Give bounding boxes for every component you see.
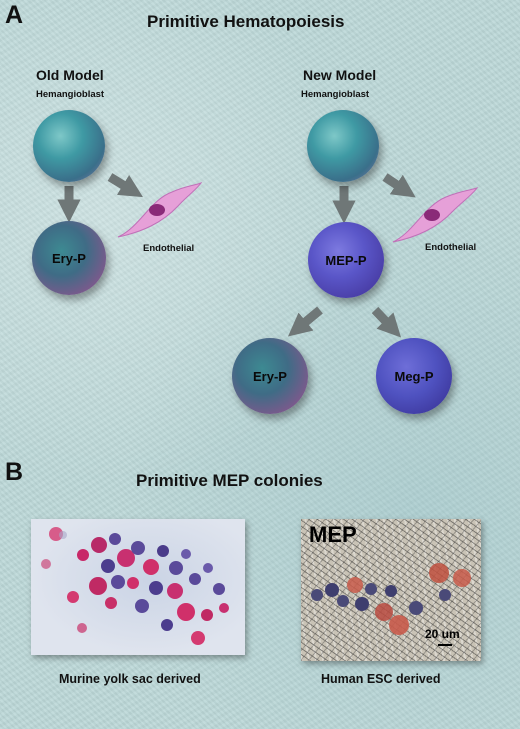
old-endothelial-label: Endothelial (143, 243, 195, 254)
arrow-old-to-endothelial (107, 173, 143, 198)
panel-a-title: Primitive Hematopoiesis (147, 12, 345, 31)
new-model-heading: New Model (303, 67, 377, 83)
new-hemangioblast-cell (307, 110, 379, 182)
human-colony-image (301, 519, 481, 661)
new-eryp-cell: Ery-P (232, 338, 308, 414)
panel-a-letter: A (5, 1, 24, 29)
mep-overlay-label: MEP (309, 522, 357, 547)
new-mepp-cell: MEP-P (308, 222, 384, 298)
scale-bar (438, 644, 452, 646)
old-model-heading: Old Model (36, 67, 104, 83)
murine-colony-image (31, 519, 245, 655)
megp-label: Meg-P (394, 368, 434, 384)
human-caption: Human ESC derived (321, 672, 441, 686)
mepp-label: MEP-P (325, 252, 367, 268)
panel-b-letter: B (5, 458, 24, 486)
arrow-new-to-endothelial (382, 173, 416, 198)
new-megp-cell: Meg-P (376, 338, 452, 414)
scale-bar-label: 20 um (425, 627, 460, 641)
old-eryp-label: Ery-P (52, 250, 86, 266)
old-endothelial-cell (117, 181, 203, 238)
old-hemangioblast-cell (33, 110, 105, 182)
old-hemangioblast-label: Hemangioblast (36, 89, 105, 100)
arrow-mepp-to-megp (371, 306, 402, 338)
arrow-mepp-to-eryp (287, 306, 323, 337)
murine-caption: Murine yolk sac derived (59, 672, 201, 686)
new-eryp-label: Ery-P (253, 368, 287, 384)
new-endothelial-label: Endothelial (425, 242, 477, 253)
new-endothelial-cell (392, 187, 479, 243)
new-hemangioblast-label: Hemangioblast (301, 89, 370, 100)
old-eryp-cell: Ery-P (32, 221, 106, 295)
panel-b-title: Primitive MEP colonies (136, 471, 323, 490)
